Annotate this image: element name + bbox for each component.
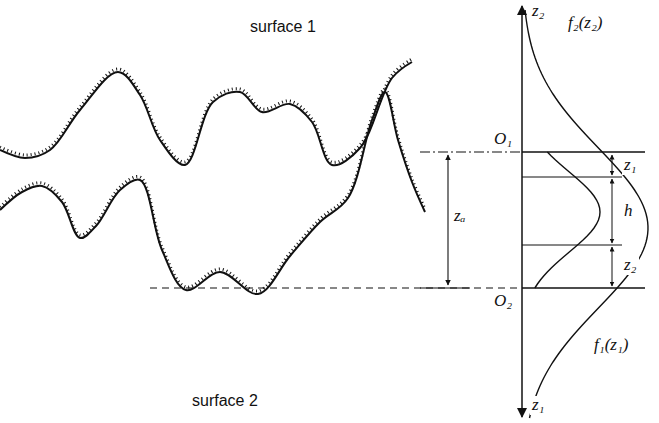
dash-dot-reference-line bbox=[420, 151, 520, 152]
level-line bbox=[522, 245, 622, 246]
f2-curve bbox=[525, 10, 648, 418]
surface-profile bbox=[0, 92, 425, 294]
za-dimension bbox=[447, 155, 448, 285]
h-dimension bbox=[612, 179, 613, 243]
z1-dimension bbox=[612, 155, 613, 175]
o2-datum bbox=[522, 287, 645, 289]
o1-datum bbox=[522, 151, 645, 153]
dimension-label: z₁ bbox=[622, 156, 639, 175]
z1-axis bbox=[521, 200, 523, 417]
surface-profile bbox=[0, 62, 412, 165]
origin-label: O₁ bbox=[492, 130, 514, 149]
dimension-label: z₂ bbox=[622, 256, 639, 275]
curve-label: f₁(z₁) bbox=[592, 336, 630, 355]
z2-axis bbox=[521, 6, 523, 200]
origin-label: O₂ bbox=[492, 292, 514, 311]
surface-hatching bbox=[0, 59, 412, 162]
surface-label: surface 2 bbox=[190, 392, 260, 410]
surface-label: surface 1 bbox=[248, 18, 318, 36]
dimension-label: h bbox=[622, 202, 635, 221]
surface-hatching bbox=[0, 89, 425, 291]
f1-curve bbox=[535, 152, 600, 288]
dimension-label: zₐ bbox=[452, 207, 468, 226]
curve-label: f₂(z₂) bbox=[566, 14, 604, 33]
z2-dimension bbox=[612, 247, 613, 286]
axis-label: z₂ bbox=[530, 2, 547, 21]
dashed-reference-line bbox=[150, 287, 520, 288]
extension-line bbox=[420, 287, 470, 288]
level-line bbox=[522, 177, 622, 178]
axis-label: z₁ bbox=[530, 396, 547, 415]
